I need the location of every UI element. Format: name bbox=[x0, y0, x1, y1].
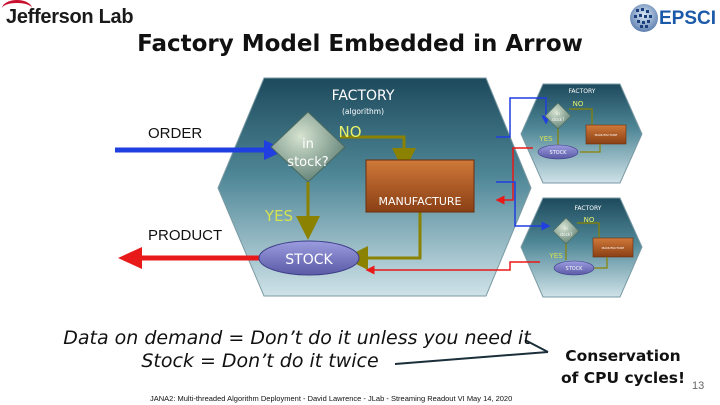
mini-top-decision-line1: in bbox=[556, 111, 560, 116]
tagline-stock: Stock = Don’t do it twice bbox=[141, 350, 379, 372]
algorithm-label: (algorithm) bbox=[342, 107, 384, 116]
manufacture-to-stock-arrow bbox=[344, 212, 422, 270]
logo-text: Jefferson Lab bbox=[6, 6, 134, 28]
stock-label: STOCK bbox=[285, 252, 333, 268]
no-flow-arrow bbox=[340, 135, 416, 172]
mini-bottom-factory-label: FACTORY bbox=[575, 205, 602, 212]
slide-title: Factory Model Embedded in Arrow bbox=[137, 31, 583, 57]
stock-ellipse bbox=[258, 240, 360, 276]
mini-top-yes-label: YES bbox=[538, 135, 553, 143]
callout-line2: of CPU cycles! bbox=[560, 369, 686, 387]
mini-top-stock-label: STOCK bbox=[550, 150, 568, 156]
mini-factory-bottom: FACTORY NO in stock? YES MANUFACTURE STO… bbox=[365, 181, 643, 298]
decision-label-line1: in bbox=[302, 137, 314, 152]
manufacture-box bbox=[365, 159, 475, 213]
no-label: NO bbox=[338, 123, 361, 141]
product-label: PRODUCT bbox=[148, 227, 223, 244]
callout-connector bbox=[394, 339, 549, 365]
order-label: ORDER bbox=[148, 125, 203, 142]
mini-bottom-stock-label: STOCK bbox=[566, 266, 584, 272]
mini-factory-top: FACTORY NO in stock? YES MANUFACTURE STO… bbox=[495, 83, 643, 205]
mini-bottom-no-label: NO bbox=[584, 216, 595, 224]
page-number: 13 bbox=[692, 380, 705, 392]
mini-bottom-decision-line1: in bbox=[564, 226, 568, 231]
logo-arc-icon bbox=[2, 0, 32, 17]
conservation-callout: Conservation of CPU cycles! bbox=[558, 345, 688, 389]
mini-bottom-manufacture-label: MANUFACTURE bbox=[602, 246, 625, 250]
slide-footer: JANA2: Multi-threaded Algorithm Deployme… bbox=[150, 394, 513, 403]
mini-top-no-label: NO bbox=[573, 100, 584, 108]
mini-top-decision-line2: stock? bbox=[552, 117, 565, 122]
mini-top-manufacture-label: MANUFACTURE bbox=[595, 133, 618, 137]
mini-bottom-yes-label: YES bbox=[548, 252, 563, 260]
epsci-globe-icon bbox=[630, 4, 658, 32]
callout-line1: Conservation bbox=[565, 347, 681, 365]
yes-label: YES bbox=[264, 207, 293, 225]
jefferson-lab-logo: Jefferson Lab bbox=[2, 0, 134, 29]
epsci-logo-text: EPSCI bbox=[659, 8, 717, 29]
mini-top-factory-label: FACTORY bbox=[569, 88, 596, 95]
tagline-data-on-demand: Data on demand = Don’t do it unless you … bbox=[63, 327, 531, 349]
decision-label-line2: stock? bbox=[287, 155, 328, 170]
factory-label: FACTORY bbox=[332, 88, 395, 104]
manufacture-label: MANUFACTURE bbox=[379, 195, 462, 208]
mini-bottom-decision-line2: stock? bbox=[560, 232, 573, 237]
